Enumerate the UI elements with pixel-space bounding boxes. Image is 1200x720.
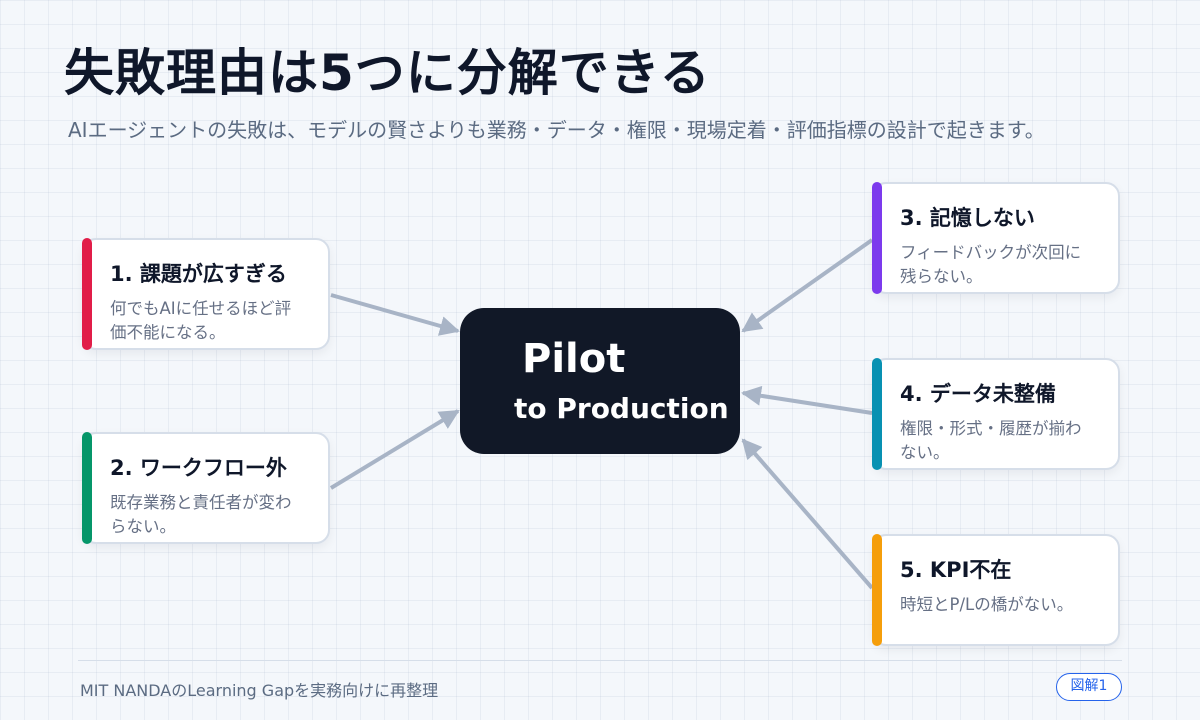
connector-arrow-5 <box>741 438 874 590</box>
failure-reason-card-3: 3. 記憶しない フィードバックが次回に残らない。 <box>872 182 1120 294</box>
page-subtitle: AIエージェントの失敗は、モデルの賢さよりも業務・データ・権限・現場定着・評価指… <box>68 118 1045 142</box>
card-description: 時短とP/Lの橋がない。 <box>900 595 1074 614</box>
accent-bar <box>82 238 92 350</box>
footer-source-note: MIT NANDAのLearning Gapを実務向けに再整理 <box>80 681 439 700</box>
card-description: 何でもAIに任せるほど評価不能になる。 <box>110 299 292 342</box>
accent-bar <box>82 432 92 544</box>
center-node-title: Pilot <box>522 336 626 382</box>
connector-arrow-1 <box>330 293 460 336</box>
card-title: 1. 課題が広すぎる <box>110 262 287 286</box>
center-node: Pilot to Production <box>460 308 740 454</box>
failure-reason-card-2: 2. ワークフロー外 既存業務と責任者が変わらない。 <box>82 432 330 544</box>
failure-reason-card-1: 1. 課題が広すぎる 何でもAIに任せるほど評価不能になる。 <box>82 238 330 350</box>
card-description: フィードバックが次回に残らない。 <box>900 243 1082 286</box>
connector-arrow-3 <box>741 238 874 333</box>
card-title: 4. データ未整備 <box>900 382 1056 406</box>
card-description: 既存業務と責任者が変わらない。 <box>110 493 292 536</box>
footer-divider <box>78 660 1122 661</box>
card-description: 権限・形式・履歴が揃わない。 <box>900 419 1082 462</box>
card-title: 2. ワークフロー外 <box>110 456 287 480</box>
failure-reason-card-5: 5. KPI不在 時短とP/Lの橋がない。 <box>872 534 1120 646</box>
accent-bar <box>872 358 882 470</box>
center-node-subtitle: to Production <box>514 392 729 425</box>
card-title: 3. 記憶しない <box>900 206 1035 230</box>
figure-badge: 図解1 <box>1056 673 1122 701</box>
connector-arrow-4 <box>741 385 873 415</box>
accent-bar <box>872 534 882 646</box>
accent-bar <box>872 182 882 294</box>
failure-reason-card-4: 4. データ未整備 権限・形式・履歴が揃わない。 <box>872 358 1120 470</box>
card-title: 5. KPI不在 <box>900 558 1012 582</box>
connector-arrow-2 <box>329 409 460 490</box>
page-title: 失敗理由は5つに分解できる <box>64 44 711 102</box>
